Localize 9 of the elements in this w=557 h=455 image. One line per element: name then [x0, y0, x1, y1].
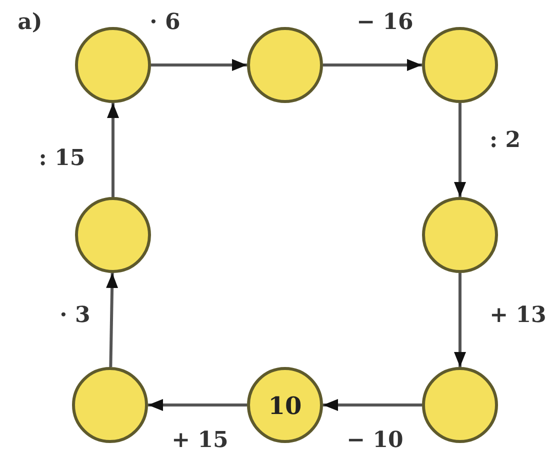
arrow	[323, 59, 422, 71]
arrow	[454, 273, 466, 367]
arrow	[106, 272, 118, 368]
arrow	[323, 399, 422, 411]
arrow	[107, 103, 119, 197]
arrow	[148, 399, 247, 411]
arrow	[454, 103, 466, 197]
number-value: 10	[268, 390, 302, 420]
arrow	[151, 59, 247, 71]
